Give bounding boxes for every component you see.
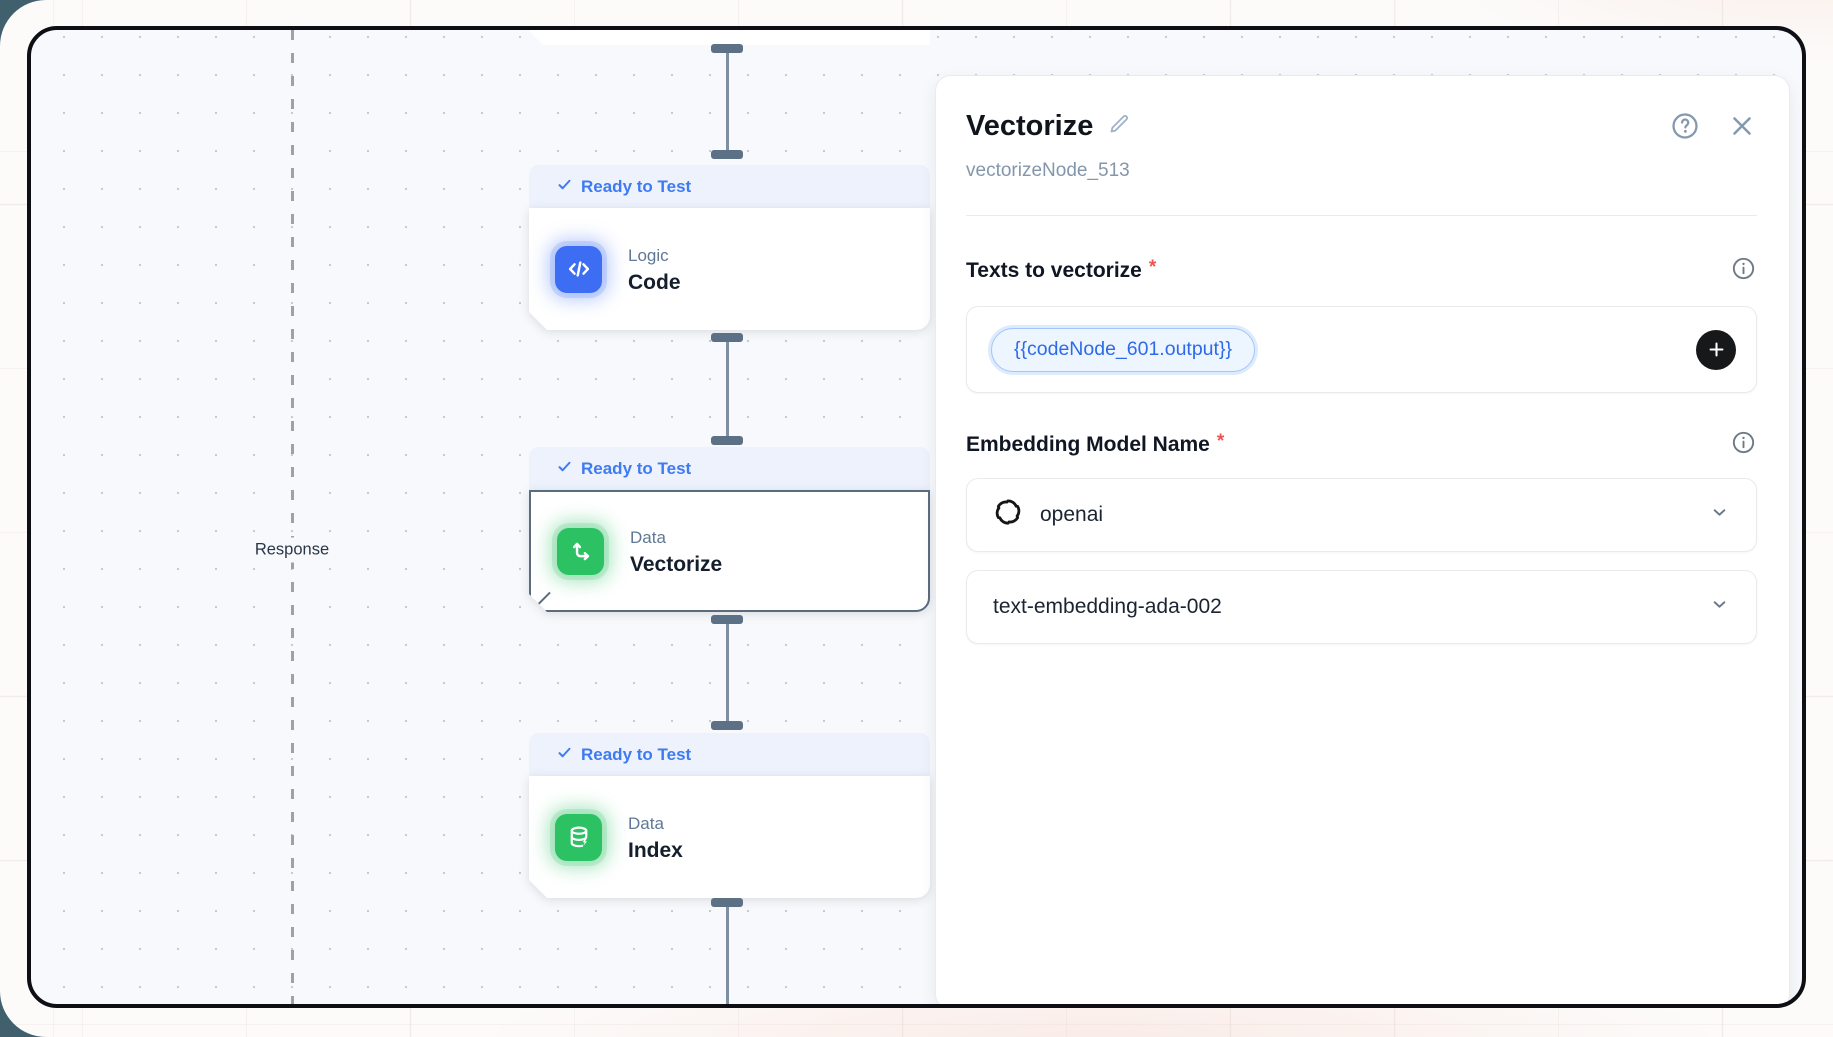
response-section-label: Response bbox=[247, 537, 337, 563]
add-variable-button[interactable] bbox=[1696, 329, 1736, 370]
model-value: text-embedding-ada-002 bbox=[993, 595, 1222, 618]
variable-chip[interactable]: {{codeNode_601.output}} bbox=[991, 327, 1255, 372]
node-category: Data bbox=[630, 527, 666, 547]
connector-handle[interactable] bbox=[711, 44, 743, 53]
node-code[interactable]: Logic Code bbox=[529, 208, 930, 330]
required-asterisk: * bbox=[1148, 257, 1157, 278]
provider-value: openai bbox=[1040, 503, 1104, 526]
node-config-panel: Vectorize bbox=[935, 75, 1790, 1004]
texts-to-vectorize-input[interactable]: {{codeNode_601.output}} bbox=[966, 306, 1757, 393]
connector-handle[interactable] bbox=[711, 898, 743, 907]
node-status-badge: Ready to Test bbox=[529, 447, 930, 490]
info-icon[interactable] bbox=[1730, 255, 1757, 287]
help-button[interactable] bbox=[1669, 110, 1701, 142]
texts-to-vectorize-label: Texts to vectorize bbox=[966, 259, 1142, 282]
node-vectorize-group: Ready to Test Data Vectorize bbox=[529, 447, 930, 612]
database-icon bbox=[555, 814, 602, 861]
provider-select[interactable]: openai bbox=[966, 478, 1757, 552]
info-icon[interactable] bbox=[1730, 429, 1757, 461]
node-status-badge: Ready to Test bbox=[529, 733, 930, 776]
node-category: Data bbox=[628, 813, 664, 833]
code-icon bbox=[555, 246, 602, 293]
connector-handle[interactable] bbox=[711, 150, 743, 159]
connector-edge[interactable] bbox=[726, 624, 729, 721]
offscreen-node-edge[interactable] bbox=[529, 30, 930, 45]
openai-logo-icon bbox=[993, 497, 1023, 533]
required-asterisk: * bbox=[1216, 431, 1225, 452]
chevron-down-icon bbox=[1709, 594, 1730, 621]
node-category: Logic bbox=[628, 245, 669, 265]
vector-axes-icon bbox=[557, 528, 604, 575]
connector-edge[interactable] bbox=[726, 53, 729, 150]
connector-edge[interactable] bbox=[726, 342, 729, 436]
node-name: Code bbox=[628, 270, 681, 294]
node-name: Index bbox=[628, 838, 683, 862]
node-index-group: Ready to Test Data Index bbox=[529, 733, 930, 898]
node-name: Vectorize bbox=[630, 552, 723, 576]
node-id: vectorizeNode_513 bbox=[966, 160, 1130, 181]
node-status-label: Ready to Test bbox=[581, 744, 692, 764]
node-vectorize[interactable]: Data Vectorize bbox=[529, 490, 930, 612]
node-status-badge: Ready to Test bbox=[529, 165, 930, 208]
edit-title-button[interactable] bbox=[1107, 112, 1131, 136]
node-index[interactable]: Data Index bbox=[529, 776, 930, 898]
connector-handle[interactable] bbox=[711, 721, 743, 730]
panel-title: Vectorize bbox=[966, 110, 1094, 142]
check-icon bbox=[557, 459, 572, 479]
model-select[interactable]: text-embedding-ada-002 bbox=[966, 570, 1757, 644]
response-section-divider bbox=[291, 30, 294, 1004]
check-icon bbox=[557, 745, 572, 765]
workflow-canvas[interactable]: Response Ready to Test bbox=[27, 26, 1806, 1008]
connector-handle[interactable] bbox=[711, 436, 743, 445]
panel-divider bbox=[966, 215, 1757, 216]
node-status-label: Ready to Test bbox=[581, 458, 692, 478]
chevron-down-icon bbox=[1709, 502, 1730, 529]
node-status-label: Ready to Test bbox=[581, 176, 692, 196]
embedding-model-label: Embedding Model Name bbox=[966, 433, 1210, 456]
check-icon bbox=[557, 177, 572, 197]
connector-handle[interactable] bbox=[711, 615, 743, 624]
node-code-group: Ready to Test Logic Code bbox=[529, 165, 930, 330]
connector-handle[interactable] bbox=[711, 333, 743, 342]
connector-edge[interactable] bbox=[726, 907, 729, 1004]
close-panel-button[interactable] bbox=[1727, 111, 1757, 141]
